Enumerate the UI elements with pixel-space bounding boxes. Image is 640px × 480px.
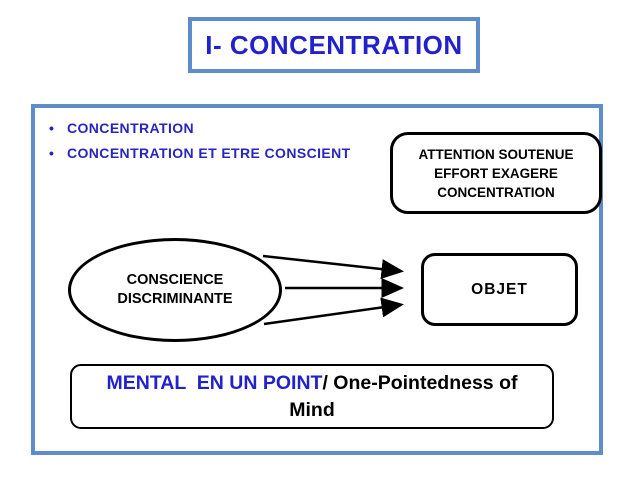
bottom-box-line: MENTAL EN UN POINT/ One-Pointedness of	[107, 370, 518, 397]
bottom-box-black-text: / One-Pointedness of	[322, 371, 518, 394]
bullet-icon: •	[49, 145, 54, 161]
content-frame: • CONCENTRATION • CONCENTRATION ET ETRE …	[31, 104, 603, 455]
bullet-label: CONCENTRATION	[67, 120, 195, 136]
bottom-box-blue-text: MENTAL EN UN POINT	[106, 371, 323, 394]
bullet-icon: •	[49, 120, 54, 136]
bullet-list: • CONCENTRATION • CONCENTRATION ET ETRE …	[49, 120, 409, 170]
objet-label: OBJET	[471, 280, 528, 298]
bullet-label: CONCENTRATION ET ETRE CONSCIENT	[67, 145, 351, 161]
attention-box-line: ATTENTION SOUTENUE	[418, 146, 574, 162]
slide-title: I- CONCENTRATION	[205, 29, 463, 60]
conscience-discriminante-ellipse: CONSCIENCE DISCRIMINANTE	[68, 238, 282, 342]
list-item: • CONCENTRATION	[49, 120, 409, 136]
ellipse-line: DISCRIMINANTE	[117, 291, 233, 307]
attention-box-line: CONCENTRATION	[437, 184, 555, 200]
attention-soutenue-box: ATTENTION SOUTENUE EFFORT EXAGERE CONCEN…	[390, 132, 602, 214]
bottom-box-line: Mind	[289, 398, 335, 421]
attention-box-line: EFFORT EXAGERE	[434, 165, 558, 181]
slide-title-box: I- CONCENTRATION	[188, 17, 480, 73]
ellipse-line: CONSCIENCE	[126, 272, 224, 288]
objet-box: OBJET	[421, 253, 578, 326]
list-item: • CONCENTRATION ET ETRE CONSCIENT	[49, 145, 409, 161]
mental-en-un-point-box: MENTAL EN UN POINT/ One-Pointedness of M…	[70, 364, 554, 429]
